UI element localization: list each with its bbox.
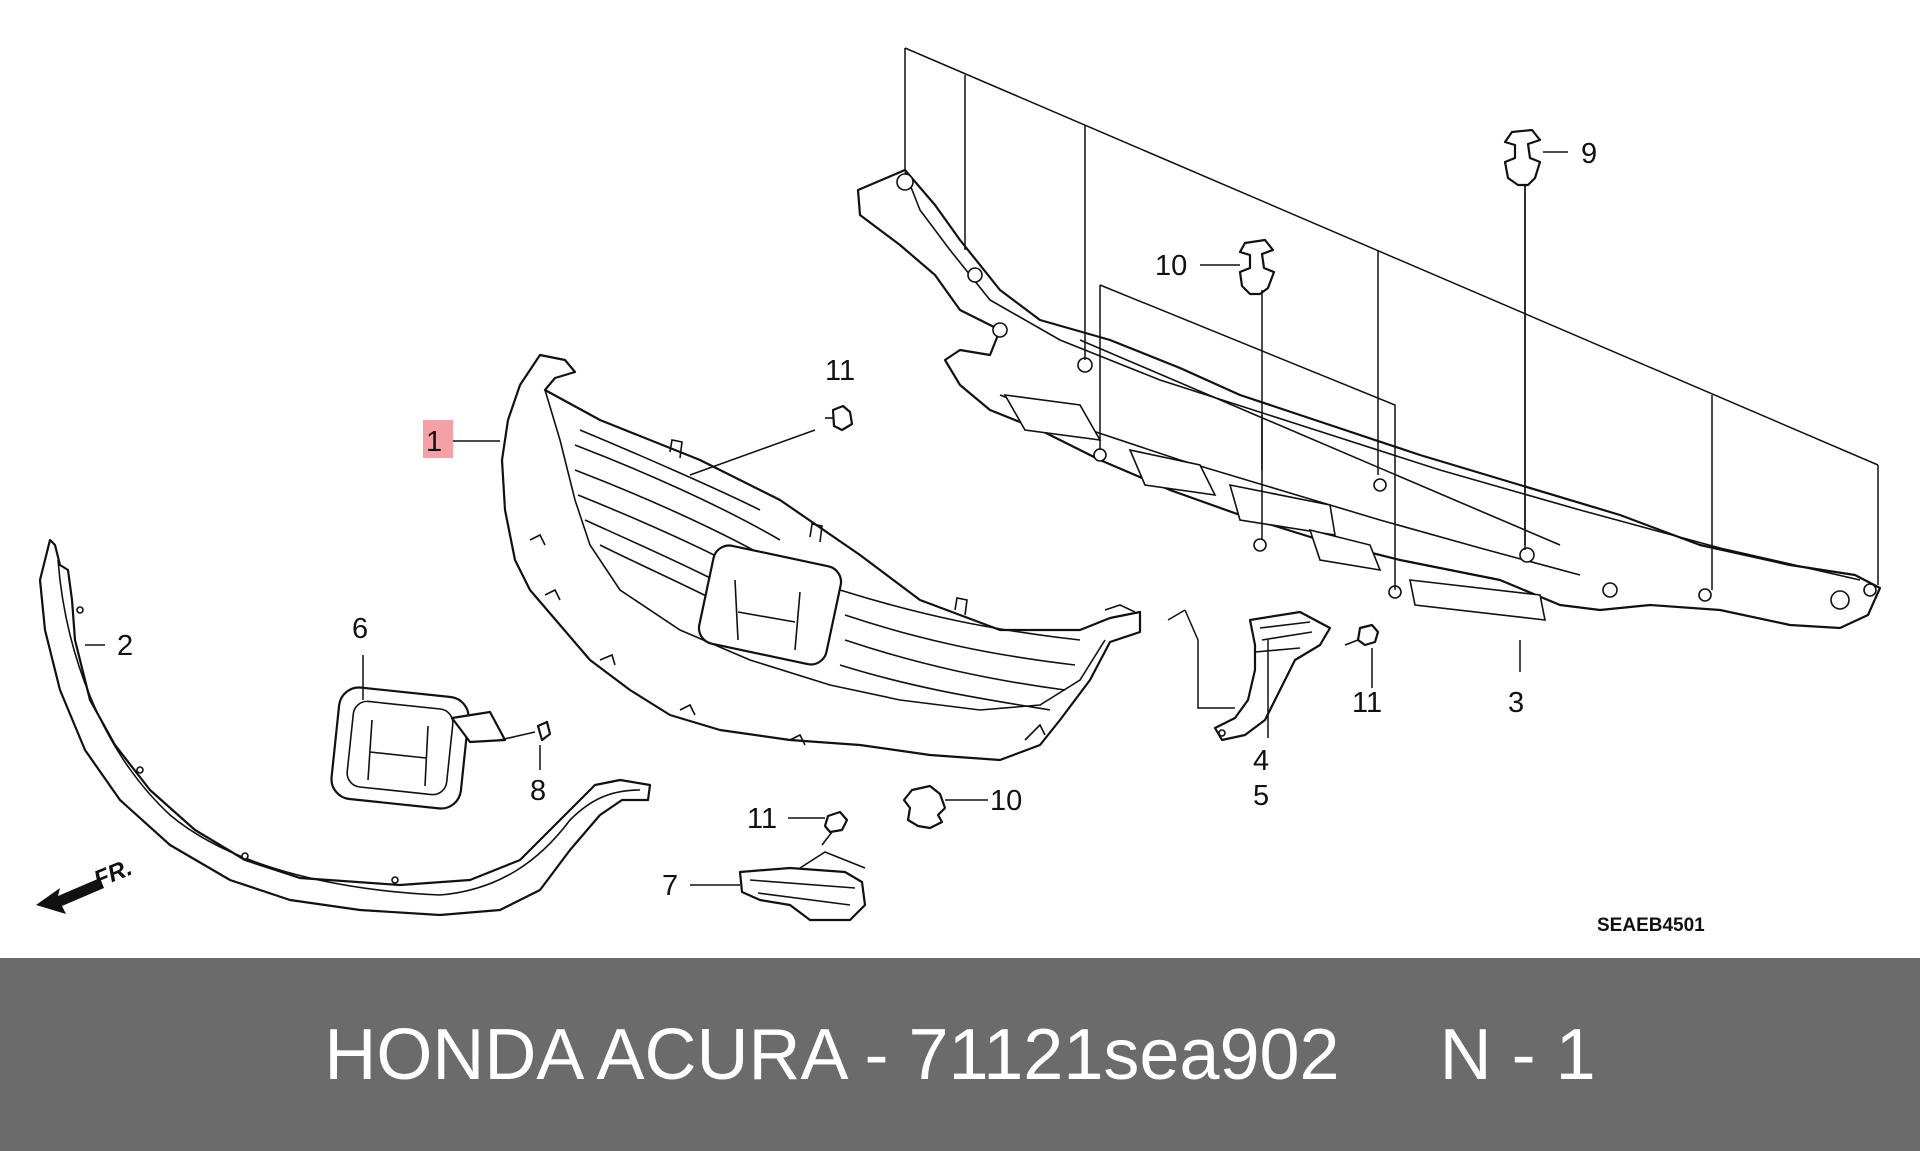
callout-8[interactable]: 8 — [530, 775, 546, 807]
leader-lines — [85, 151, 1568, 886]
front-direction-label: FR. — [90, 854, 136, 894]
nut-8-part — [536, 720, 552, 742]
callout-2[interactable]: 2 — [117, 630, 133, 662]
callout-5[interactable]: 5 — [1253, 780, 1269, 812]
fasteners — [821, 128, 1542, 846]
screw-11-grille-icon — [825, 404, 854, 432]
callout-1-highlight — [423, 420, 453, 458]
callout-6[interactable]: 6 — [352, 613, 368, 645]
lower-molding-part — [38, 538, 652, 917]
emblem-part — [330, 686, 507, 810]
footer-bar: HONDA ACURA - 71121sea902 N - 1 — [0, 958, 1920, 1151]
clip-7-part — [738, 851, 867, 922]
bracket-part — [1213, 610, 1332, 742]
callout-9[interactable]: 9 — [1581, 138, 1597, 170]
parts-diagram: 1 2 3 4 5 6 7 8 9 10 10 11 11 11 FR. SEA… — [36, 47, 1882, 936]
screw-11-bracket-icon — [1344, 623, 1380, 647]
clip-10-upper-icon — [1238, 238, 1276, 296]
callout-11-grille[interactable]: 11 — [825, 355, 855, 387]
footer-title: HONDA ACURA - 71121sea902 N - 1 — [324, 1014, 1596, 1095]
diagram-code: SEAEB4501 — [1597, 915, 1705, 936]
clip-9-icon — [1503, 128, 1542, 187]
callout-11-clip[interactable]: 11 — [747, 803, 777, 835]
callout-11-bracket[interactable]: 11 — [1352, 687, 1382, 719]
callout-7[interactable]: 7 — [662, 870, 678, 902]
front-direction-indicator: FR. — [36, 854, 136, 914]
callout-10-upper[interactable]: 10 — [1155, 250, 1187, 282]
callout-10-lower[interactable]: 10 — [990, 785, 1022, 817]
clip-10-lower-icon — [902, 784, 947, 830]
front-arrow-icon — [36, 878, 104, 914]
front-grille-part — [500, 353, 1142, 762]
screw-11-clip-icon — [821, 810, 849, 846]
callout-4[interactable]: 4 — [1253, 745, 1269, 777]
upper-cover-part — [856, 168, 1882, 630]
callout-3[interactable]: 3 — [1508, 687, 1524, 719]
callout-1[interactable]: 1 — [426, 426, 442, 458]
callout-labels: 1 2 3 4 5 6 7 8 9 10 10 11 11 11 — [117, 138, 1597, 902]
